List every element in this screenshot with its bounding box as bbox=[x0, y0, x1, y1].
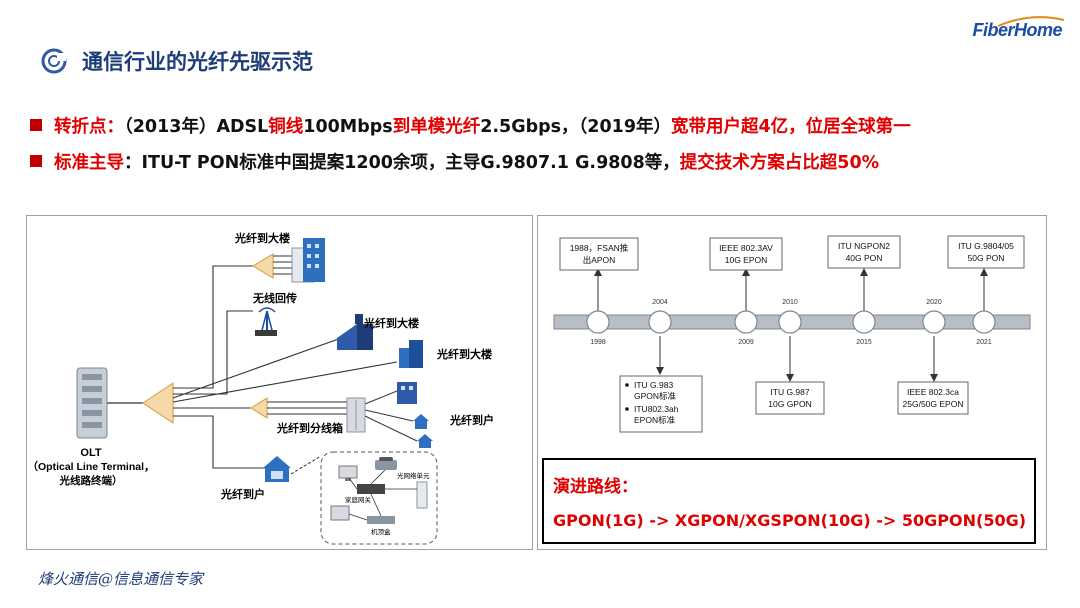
phone-icon bbox=[375, 457, 397, 470]
network-diagram-panel: OLT （Optical Line Terminal， 光线路终端） bbox=[26, 215, 533, 550]
building-small-icon bbox=[397, 382, 417, 404]
milestone-2020 bbox=[922, 310, 946, 334]
bullet-text: 100Mbps bbox=[303, 117, 393, 137]
event-text: 10G EPON bbox=[725, 255, 768, 265]
logo-swoosh-icon bbox=[997, 16, 1065, 27]
bullet-text: ：ITU-T PON标准中国提案1200余项，主导G.9807.1 G.9808… bbox=[124, 153, 680, 173]
home-network-box bbox=[320, 451, 438, 545]
home-icon-2 bbox=[417, 434, 433, 448]
year-label: 2004 bbox=[652, 299, 668, 306]
label-ftt-home-bottom: 光纤到户 bbox=[220, 487, 265, 501]
label-ftt-building-top: 光纤到大楼 bbox=[234, 231, 290, 245]
bullet-highlight: 铜线 bbox=[268, 117, 304, 137]
milestone-2010 bbox=[778, 310, 802, 334]
bullet-label: 转折点： bbox=[54, 117, 124, 137]
olt-label: OLT bbox=[80, 447, 101, 459]
event-text: 出APON bbox=[583, 255, 616, 265]
splitter-cabinet-icon bbox=[250, 397, 268, 419]
splitter-top-icon bbox=[252, 253, 274, 279]
milestone-2021 bbox=[972, 310, 996, 334]
event-text: 1988，FSAN推 bbox=[570, 243, 629, 253]
event-text: 50G PON bbox=[968, 253, 1005, 263]
event-text: GPON标准 bbox=[634, 391, 677, 401]
milestone-2004 bbox=[648, 310, 672, 334]
event-text: 25G/50G EPON bbox=[903, 399, 964, 409]
building-right-icon bbox=[399, 340, 423, 368]
bullet-text: （2013年）ADSL bbox=[124, 117, 269, 137]
page-title: 通信行业的光纤先驱示范 bbox=[82, 50, 313, 74]
bullet-turning-point: 转折点：（2013年）ADSL铜线100Mbps到单模光纤2.5Gbps，（20… bbox=[30, 113, 911, 138]
label-home-gateway: 家庭网关 bbox=[345, 495, 372, 504]
building-mid-icon bbox=[337, 314, 373, 350]
wireless-tower-icon bbox=[255, 307, 277, 336]
home-gateway-icon bbox=[357, 484, 385, 494]
route-label: 演进路线： bbox=[553, 477, 638, 497]
event-text: ITU802.3ah bbox=[634, 404, 679, 414]
bullet-square-icon bbox=[30, 155, 42, 167]
route-text: GPON(1G) -> XGPON/XGSPON(10G) -> 50GPON(… bbox=[553, 511, 1027, 530]
event-text: ITU NGPON2 bbox=[838, 241, 890, 251]
event-text: EPON标准 bbox=[634, 415, 676, 425]
event-box-gpon-epon bbox=[619, 375, 703, 433]
olt-desc-line2: 光线路终端） bbox=[59, 474, 123, 487]
bullet-highlight: 到单模光纤 bbox=[392, 117, 481, 137]
olt-server-icon bbox=[76, 367, 108, 439]
company-logo: FiberHome bbox=[972, 20, 1062, 40]
bullet-label: 标准主导 bbox=[54, 153, 124, 173]
year-label: 2009 bbox=[738, 339, 754, 346]
label-onu: 光网络单元 bbox=[397, 471, 430, 480]
event-text: ITU G.983 bbox=[634, 380, 673, 390]
event-text: ITU G.9804/05 bbox=[958, 241, 1014, 251]
event-box-ngpon2 bbox=[827, 235, 901, 269]
footer-signature: 烽火通信@信息通信专家 bbox=[38, 570, 204, 588]
building-top-icon bbox=[291, 238, 325, 283]
event-box-25g-50g-epon bbox=[897, 381, 969, 415]
milestone-2015 bbox=[852, 310, 876, 334]
onu-icon bbox=[416, 481, 428, 509]
splitter-main-icon bbox=[142, 382, 174, 424]
event-text: IEEE 802.3ca bbox=[907, 387, 959, 397]
event-text: 10G GPON bbox=[768, 399, 811, 409]
tv-icon bbox=[330, 505, 350, 521]
pon-timeline: 2004 2010 2020 1998 2009 2015 2021 1988，… bbox=[553, 235, 1031, 433]
year-label: 2021 bbox=[976, 339, 992, 346]
bullet-text: 2.5Gbps，（2019年） bbox=[480, 117, 671, 137]
event-box-1988 bbox=[559, 237, 639, 271]
label-ftt-cabinet: 光纤到分线箱 bbox=[276, 421, 343, 435]
event-text: IEEE 802.3AV bbox=[719, 243, 773, 253]
year-label: 1998 bbox=[590, 339, 606, 346]
bullet-square-icon bbox=[30, 119, 42, 131]
milestone-2009 bbox=[734, 310, 758, 334]
set-top-box-icon bbox=[367, 516, 395, 524]
event-box-50g-pon bbox=[947, 235, 1025, 269]
label-wireless-backhaul: 无线回传 bbox=[252, 291, 297, 305]
olt-desc-line1: （Optical Line Terminal， bbox=[28, 460, 155, 473]
evolution-route-box bbox=[542, 458, 1036, 544]
bullet-highlight: 宽带用户超4亿，位居全球第一 bbox=[671, 117, 911, 137]
home-icon-1 bbox=[413, 414, 429, 429]
network-diagram: OLT （Optical Line Terminal， 光线路终端） bbox=[28, 231, 494, 545]
event-box-10g-gpon bbox=[755, 381, 825, 415]
milestone-1998 bbox=[586, 310, 610, 334]
label-ftt-building-right: 光纤到大楼 bbox=[436, 347, 492, 361]
event-text: 40G PON bbox=[846, 253, 883, 263]
home-bottom-icon bbox=[263, 456, 291, 482]
year-label: 2015 bbox=[856, 339, 872, 346]
year-label: 2020 bbox=[926, 299, 942, 306]
event-box-10g-epon bbox=[709, 237, 783, 271]
title-ring-icon bbox=[41, 48, 67, 74]
label-set-top-box: 机顶盒 bbox=[371, 527, 391, 536]
bullet-highlight: 提交技术方案占比超50% bbox=[679, 153, 880, 173]
event-text: ITU G.987 bbox=[770, 387, 809, 397]
label-ftt-building-mid: 光纤到大楼 bbox=[363, 316, 419, 330]
year-label: 2010 bbox=[782, 299, 798, 306]
distribution-cabinet-icon bbox=[346, 397, 366, 433]
bullet-standards: 标准主导：ITU-T PON标准中国提案1200余项，主导G.9807.1 G.… bbox=[30, 149, 879, 174]
label-ftt-home-right: 光纤到户 bbox=[449, 413, 494, 427]
computer-icon bbox=[338, 465, 358, 481]
